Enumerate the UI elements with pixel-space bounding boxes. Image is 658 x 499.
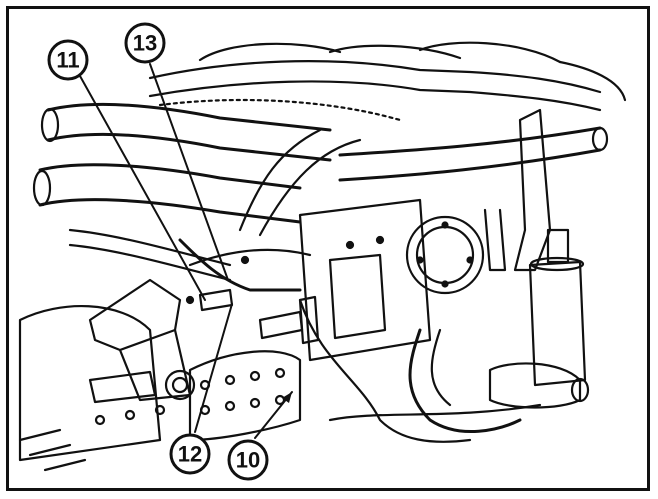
leader-13: [149, 63, 229, 281]
callout-13: 13: [124, 22, 166, 64]
callout-circle: [124, 22, 166, 64]
callout-label: 11: [56, 48, 79, 73]
callout-label: 13: [133, 31, 157, 56]
callout-10: 10: [227, 439, 269, 481]
arrowhead-10: [282, 392, 292, 403]
callout-label: 10: [236, 448, 260, 473]
engine-drawing: [18, 41, 627, 472]
callout-11: 11: [47, 39, 89, 81]
leader-lines: [79, 63, 293, 439]
callout-circle: [47, 39, 89, 81]
callout-circle: [227, 439, 269, 481]
callout-12: 12: [169, 433, 211, 475]
callout-circle: [169, 433, 211, 475]
leader-12: [194, 303, 233, 433]
callout-label: 12: [178, 442, 202, 467]
leader-11: [79, 75, 206, 301]
